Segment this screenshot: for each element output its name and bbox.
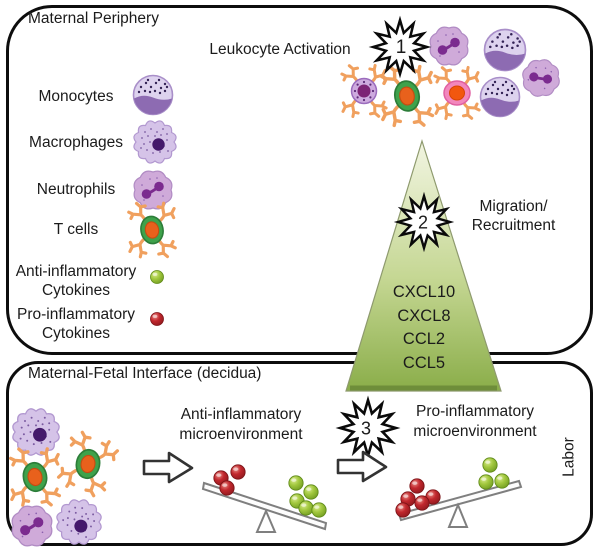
neutrophil-cell <box>428 25 470 67</box>
legend-monocytes-label: Monocytes <box>38 88 114 105</box>
maternal-fetal-interface-title: Maternal-Fetal Interface (decidua) <box>28 365 262 382</box>
chemokine-cxcl8: CXCL8 <box>397 306 451 325</box>
maternal-periphery-title: Maternal Periphery <box>28 10 159 27</box>
activated-cell-pink <box>432 65 482 122</box>
t-cell <box>8 446 63 508</box>
monocyte-cell <box>483 28 527 72</box>
legend-pro-inflammatory-label: Pro-inflammatory Cytokines <box>17 306 135 342</box>
step-3-number: 3 <box>360 418 372 439</box>
pro-inflammatory-microenvironment-label: Pro-inflammatory microenvironment <box>413 403 537 440</box>
right-arrow-icon <box>142 451 194 484</box>
anti-inflammatory-balance <box>201 464 328 533</box>
chemokine-ccl5: CCL5 <box>402 353 446 372</box>
labor-label: Labor <box>560 437 578 477</box>
monocyte-cell <box>479 76 521 118</box>
chemokine-list: CXCL10 CXCL8 CCL2 CCL5 <box>360 281 488 375</box>
pro-inflammatory-cytokine-icon <box>150 312 164 326</box>
neutrophil-cell <box>10 504 54 548</box>
chemokine-gradient-triangle <box>345 138 502 392</box>
activated-monocyte-cell <box>339 63 389 120</box>
anti-inflammatory-cytokine-icon <box>150 270 164 284</box>
right-arrow-icon <box>336 450 388 483</box>
pro-inflammatory-balance <box>395 457 523 528</box>
step-2-number: 2 <box>417 212 429 233</box>
macrophage-cell <box>48 491 110 551</box>
t-cell <box>52 425 125 502</box>
activated-t-cell <box>378 63 435 128</box>
legend-neutrophils-label: Neutrophils <box>36 181 116 198</box>
legend-macrophages-label: Macrophages <box>29 134 123 151</box>
decidual-cell-cluster <box>8 408 125 551</box>
chemokine-ccl2: CCL2 <box>402 330 446 348</box>
activated-leukocyte-cluster <box>339 25 568 129</box>
legend-t-cells-label: T cells <box>53 221 99 238</box>
legend-anti-inflammatory-label: Anti-inflammatory Cytokines <box>15 263 137 299</box>
anti-inflammatory-microenvironment-label: Anti-inflammatory microenvironment <box>179 406 303 443</box>
migration-recruitment-label: Migration/ Recruitment <box>471 198 556 234</box>
chemokine-cxcl10: CXCL10 <box>392 283 456 301</box>
step-1-number: 1 <box>395 37 407 58</box>
leukocyte-activation-label: Leukocyte Activation <box>209 41 351 58</box>
